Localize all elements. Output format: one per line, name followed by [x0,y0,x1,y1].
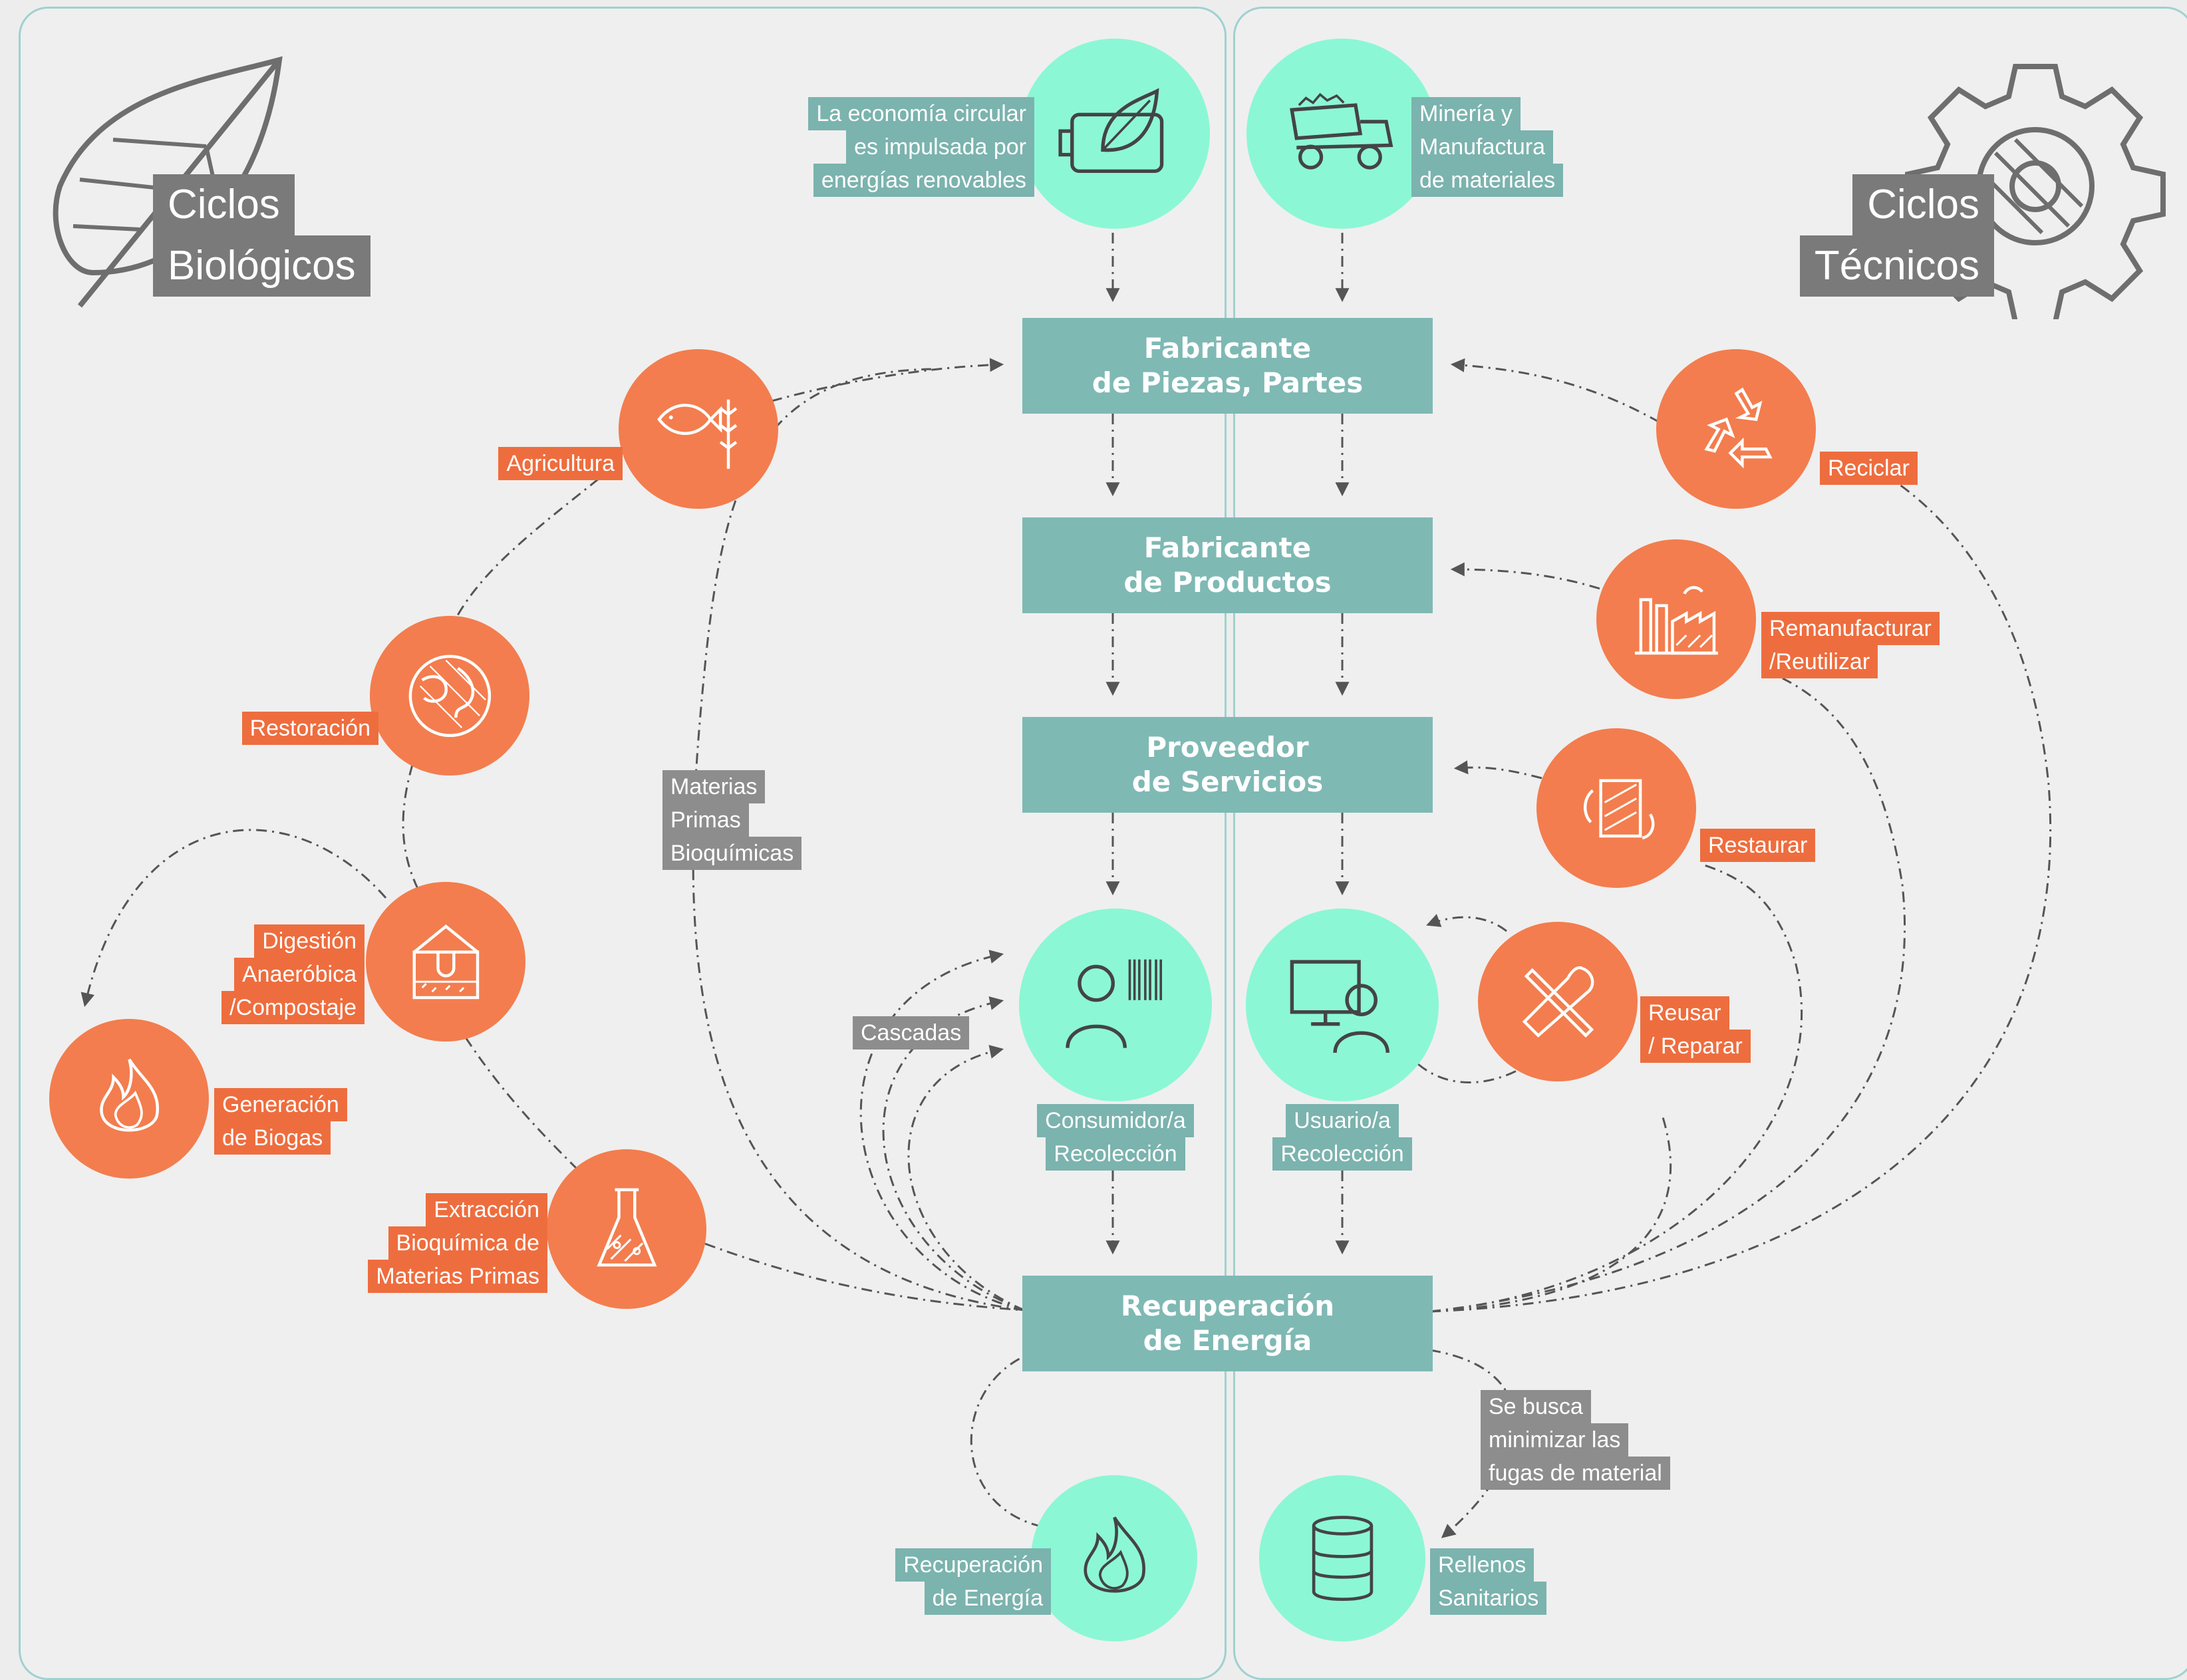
label-line: de Biogas [214,1121,331,1155]
proveedor-servicios-box: Proveedor de Servicios [1022,717,1433,813]
biogas-label: Generación de Biogas [214,1088,347,1155]
label-line: La economía circular [808,97,1034,130]
consumidor-node [1019,909,1212,1101]
materias-primas-note: Materias Primas Bioquímicas [662,770,802,870]
renewable-energy-label: La economía circular es impulsada por en… [808,97,1034,197]
globe-icon [408,654,491,737]
compost-bin-icon [412,924,479,999]
label-line: / Reparar [1640,1030,1751,1063]
label-line: Digestión [254,924,364,958]
label-line: Agricultura [498,447,623,480]
title-line: Técnicos [1799,235,1994,297]
reciclar-node [1656,349,1816,509]
note-line: minimizar las [1481,1423,1629,1457]
label-line: Usuario/a [1286,1104,1399,1137]
title-line: Biológicos [153,235,370,297]
energy-recovery-sink-label: Recuperación de Energía [895,1548,1051,1615]
note-line: Bioquímicas [662,837,802,870]
flame-icon [1084,1516,1145,1593]
technical-cycles-title: Ciclos Técnicos [1799,174,1994,297]
flask-icon [596,1188,657,1266]
label-line: Consumidor/a [1037,1104,1194,1137]
battery-leaf-icon [1058,88,1164,174]
label-line: Remanufacturar [1761,612,1940,645]
label-line: Bioquímica de [388,1226,547,1260]
reusar-node [1478,922,1638,1081]
label-line: Manufactura [1411,130,1553,164]
mining-node [1246,39,1437,229]
label-line: Minería y [1411,97,1521,130]
note-line: Primas [662,803,749,837]
consumer-barcode-icon [1066,959,1163,1048]
note-line: fugas de material [1481,1457,1670,1490]
note-line: Materias [662,770,766,803]
label-line: Restaurar [1700,829,1816,862]
fabricante-piezas-box: Fabricante de Piezas, Partes [1022,318,1433,414]
label-line: Recolección [1272,1137,1412,1171]
restaurar-node [1536,728,1696,888]
cascadas-note: Cascadas [853,1016,970,1050]
landfill-node [1259,1475,1425,1641]
note-line: Se busca [1481,1390,1591,1423]
label-line: energías renovables [813,164,1034,197]
label-line: de Energía [924,1582,1051,1615]
landfill-label: Rellenos Sanitarios [1430,1548,1547,1615]
label-line: Reusar [1640,996,1729,1030]
label-line: Sanitarios [1430,1582,1547,1615]
mining-label: Minería y Manufactura de materiales [1411,97,1564,197]
remanufacturar-node [1596,539,1756,699]
fabricante-productos-box: Fabricante de Productos [1022,517,1433,613]
renewable-energy-node [1020,39,1210,229]
recuperacion-energia-box: Recuperación de Energía [1022,1276,1433,1371]
digestion-label: Digestión Anaeróbica /Compostaje [221,924,364,1024]
digestion-node [366,882,525,1042]
label-line: Reciclar [1820,452,1918,485]
flame-icon [99,1058,159,1132]
label-line: Generación [214,1088,347,1121]
usuario-node [1246,909,1439,1101]
fish-wheat-icon [656,399,737,469]
barrel-icon [1312,1515,1373,1601]
usuario-label: Usuario/a Recolección [1259,1104,1425,1171]
label-line: Anaeróbica [233,958,364,991]
extraccion-label: Extracción Bioquímica de Materias Primas [368,1193,547,1293]
agricultura-label: Agricultura [498,447,623,480]
label-line: de materiales [1411,164,1564,197]
consumidor-label: Consumidor/a Recolección [1032,1104,1199,1171]
note-line: Cascadas [853,1016,970,1050]
biogas-node [49,1019,209,1179]
restoracion-label: Restoración [241,712,378,745]
restore-icon [1583,779,1654,839]
label-line: /Reutilizar [1761,645,1878,678]
label-line: es impulsada por [846,130,1034,164]
label-line: Rellenos [1430,1548,1534,1582]
label-line: Recolección [1046,1137,1185,1171]
extraccion-node [547,1149,706,1309]
biological-cycles-title: Ciclos Biológicos [153,174,370,297]
agricultura-node [619,349,778,509]
label-line: Materias Primas [368,1260,547,1293]
reusar-label: Reusar / Reparar [1640,996,1751,1063]
factory-icon [1634,585,1718,654]
mining-truck-icon [1290,93,1393,170]
user-monitor-icon [1290,960,1390,1053]
remanufacturar-label: Remanufacturar /Reutilizar [1761,612,1940,678]
label-line: Restoración [241,712,378,745]
recycle-icon [1703,387,1773,468]
label-line: Extracción [426,1193,547,1226]
title-line: Ciclos [153,174,295,235]
fugas-note: Se busca minimizar las fugas de material [1481,1390,1670,1490]
tools-icon [1522,966,1594,1038]
reciclar-label: Reciclar [1820,452,1918,485]
label-line: /Compostaje [221,991,364,1024]
title-line: Ciclos [1852,174,1994,235]
restoracion-node [370,616,529,775]
energy-recovery-sink-node [1031,1475,1197,1641]
label-line: Recuperación [895,1548,1051,1582]
restaurar-label: Restaurar [1700,829,1816,862]
